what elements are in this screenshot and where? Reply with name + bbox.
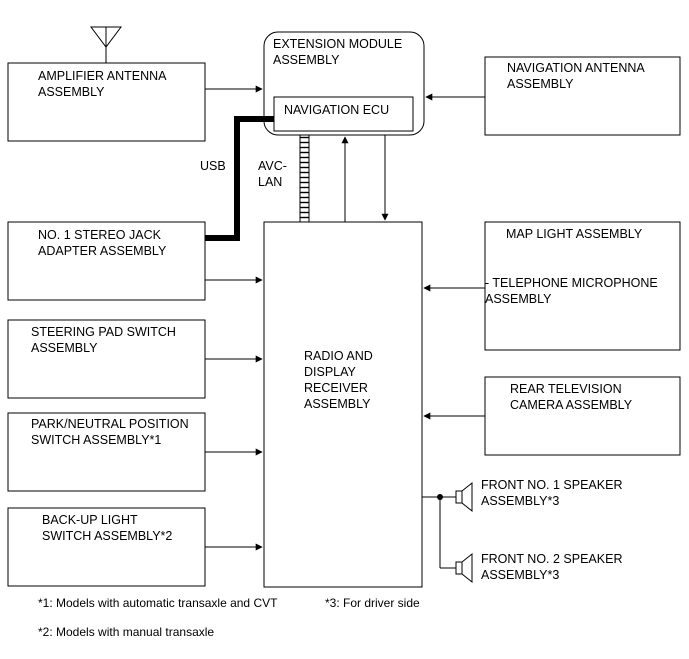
stereo-jack-label: NO. 1 STEREO JACK ADAPTER ASSEMBLY xyxy=(38,228,167,258)
footnote-1: *1: Models with automatic transaxle and … xyxy=(38,596,278,610)
footnote-3: *3: For driver side xyxy=(325,596,420,610)
amplifier-antenna-label: AMPLIFIER ANTENNA ASSEMBLY xyxy=(38,69,167,99)
front-speaker-1-label: FRONT NO. 1 SPEAKER ASSEMBLY*3 xyxy=(481,478,623,508)
navigation-ecu-box xyxy=(273,96,414,132)
front-speaker-2-label: FRONT NO. 2 SPEAKER ASSEMBLY*3 xyxy=(481,552,623,582)
backup-light-label: BACK-UP LIGHT SWITCH ASSEMBLY*2 xyxy=(42,513,173,543)
speaker-2-icon xyxy=(455,552,473,584)
park-neutral-box xyxy=(7,412,206,492)
map-light-box xyxy=(484,221,681,351)
antenna-icon xyxy=(90,26,122,63)
speaker-junction-dot xyxy=(437,494,443,500)
radio-receiver-box xyxy=(263,221,423,588)
rear-camera-label: REAR TELEVISION CAMERA ASSEMBLY xyxy=(510,382,633,412)
park-neutral-label: PARK/NEUTRAL POSITION SWITCH ASSEMBLY*1 xyxy=(31,417,189,447)
rear-camera-box xyxy=(484,376,681,456)
usb-cable xyxy=(205,116,274,241)
steering-pad-label: STEERING PAD SWITCH ASSEMBLY xyxy=(31,325,176,355)
navigation-antenna-box xyxy=(484,56,681,136)
avc-lan-bus xyxy=(299,134,310,223)
radio-receiver-label: RADIO AND DISPLAY RECEIVER ASSEMBLY xyxy=(304,349,373,411)
extension-module-label: EXTENSION MODULE ASSEMBLY xyxy=(273,37,403,67)
navigation-ecu-label: NAVIGATION ECU xyxy=(284,103,390,117)
usb-label: USB xyxy=(200,159,226,173)
map-light-label: MAP LIGHT ASSEMBLY xyxy=(506,227,643,241)
steering-pad-box xyxy=(7,319,206,399)
speaker-1-icon xyxy=(455,481,473,513)
backup-light-box xyxy=(7,507,206,587)
stereo-jack-box xyxy=(7,221,206,301)
footnote-2: *2: Models with manual transaxle xyxy=(38,625,215,639)
navigation-antenna-label: NAVIGATION ANTENNA ASSEMBLY xyxy=(507,61,645,91)
telephone-mic-label: - TELEPHONE MICROPHONE ASSEMBLY xyxy=(485,276,658,306)
avc-lan-label: AVC- LAN xyxy=(258,159,287,189)
